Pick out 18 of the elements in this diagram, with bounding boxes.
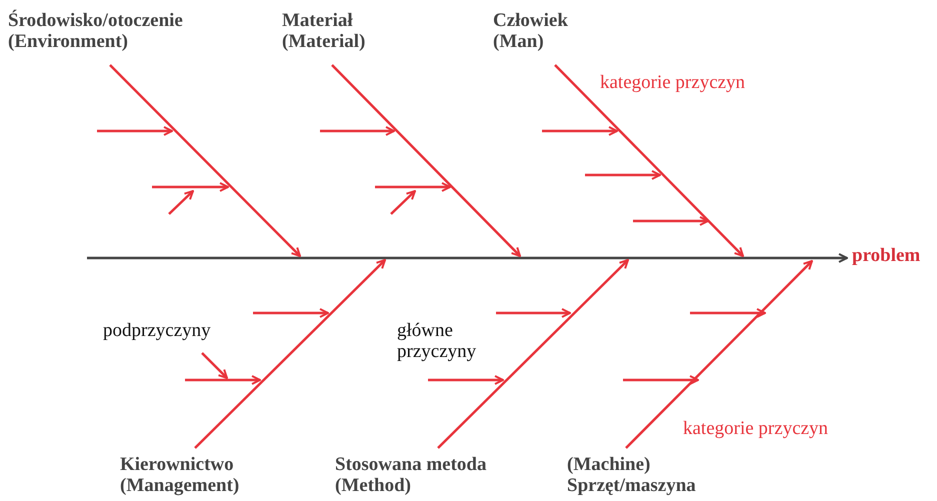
category-label: (Machine) Sprzęt/maszyna: [567, 454, 757, 496]
category-note: kategorie przyczyn: [600, 72, 746, 93]
spine-arrow: [87, 253, 848, 263]
bone-arrow: [109, 64, 301, 257]
bone-arrow: [331, 64, 521, 257]
category-note: kategorie przyczyn: [683, 418, 830, 439]
bone-arrow: [194, 259, 386, 449]
category-label: Kierownictwo (Management): [120, 454, 300, 496]
category-label: Środowisko/otoczenie (Environment): [8, 10, 238, 52]
effect-label: problem: [852, 245, 937, 266]
main-cause-note: główne przyczyny: [397, 320, 478, 362]
category-label: Człowiek (Man): [493, 10, 613, 52]
category-label: Stosowana metoda (Method): [335, 454, 535, 496]
sub-cause-note: podprzyczyny: [103, 320, 212, 341]
category-label: Materiał (Material): [282, 10, 432, 52]
bone-arrow: [625, 260, 813, 449]
bone-arrow: [554, 64, 744, 257]
bone-arrow: [437, 259, 629, 449]
